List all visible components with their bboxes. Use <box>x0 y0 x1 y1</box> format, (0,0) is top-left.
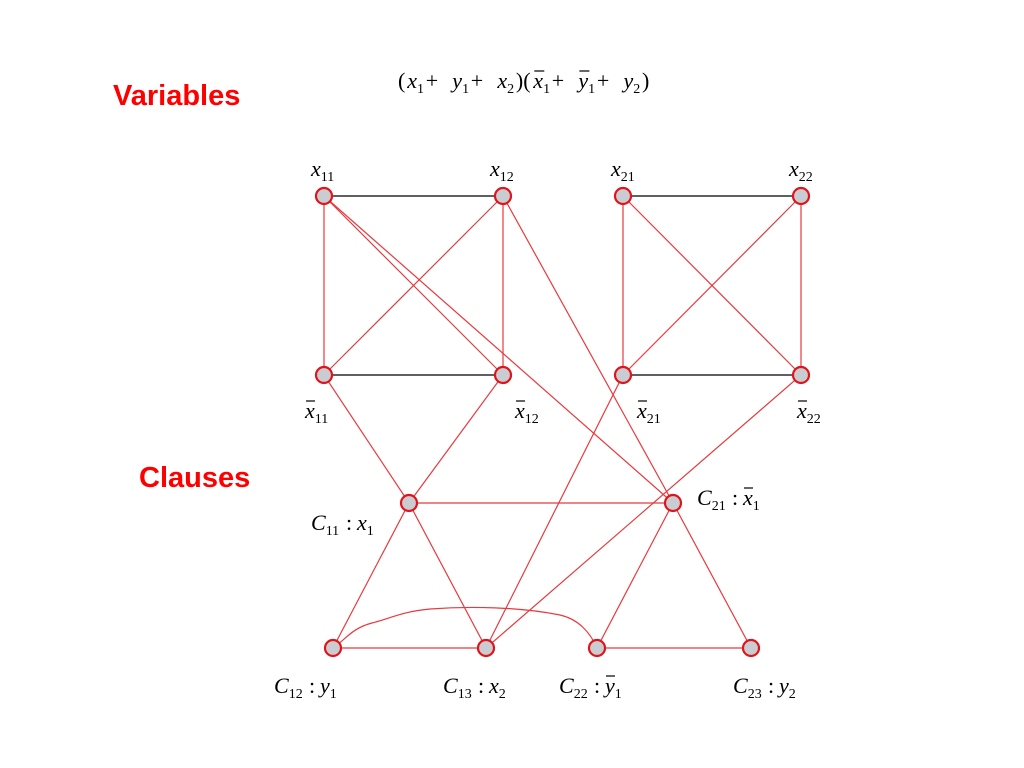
label-c11-clause: C11 <box>311 510 339 539</box>
svg-text:x22: x22 <box>796 398 821 427</box>
label-c13-literal: x2 <box>488 673 506 702</box>
label-x11: x11 <box>310 156 334 185</box>
label-nx11: x11 <box>304 398 328 427</box>
formula-symbol-2: + <box>426 68 438 93</box>
node-x12[interactable] <box>493 186 513 206</box>
svg-text:C22: C22 <box>559 673 588 702</box>
edge-nx21-c13 <box>485 374 624 649</box>
label-c12-colon: : <box>309 673 315 698</box>
label-nx12: x12 <box>514 398 539 427</box>
node-nx11[interactable] <box>314 365 334 385</box>
label-x22: x22 <box>788 156 813 185</box>
label-c13-colon: : <box>478 673 484 698</box>
label-c11-colon: : <box>346 510 352 535</box>
label-c21-clause: C21 <box>697 485 726 514</box>
node-c11[interactable] <box>399 493 419 513</box>
edge-x12-nx11 <box>323 195 504 376</box>
svg-text:x11: x11 <box>304 398 328 427</box>
label-c23-clause: C23 <box>733 673 762 702</box>
edge-nx11-c11 <box>323 374 410 504</box>
formula-symbol-4: + <box>471 68 483 93</box>
formula-literal-7: x1 <box>532 68 550 97</box>
formula-literal-9: y1 <box>576 68 595 97</box>
svg-text:x1: x1 <box>356 510 374 539</box>
label-nx22: x22 <box>796 398 821 427</box>
node-c21[interactable] <box>663 493 683 513</box>
svg-text:y1: y1 <box>318 673 337 702</box>
variables-heading: Variables <box>113 80 241 112</box>
svg-text:x1: x1 <box>532 68 550 97</box>
svg-text:x1: x1 <box>742 485 760 514</box>
edge-c11-c13 <box>408 502 487 649</box>
svg-text:x2: x2 <box>496 68 514 97</box>
svg-text:x2: x2 <box>488 673 506 702</box>
node-x22[interactable] <box>791 186 811 206</box>
node-nx12[interactable] <box>493 365 513 385</box>
formula-symbol-10: + <box>597 68 609 93</box>
svg-text:y2: y2 <box>777 673 796 702</box>
edge-c21-c23 <box>672 502 752 649</box>
clauses-heading: Clauses <box>139 462 251 494</box>
edge-c21-c22 <box>596 502 674 649</box>
svg-text:y2: y2 <box>622 68 641 97</box>
node-c12[interactable] <box>323 638 343 658</box>
svg-text:x12: x12 <box>514 398 539 427</box>
formula-symbol-12: ) <box>642 68 649 93</box>
formula-symbol-8: + <box>552 68 564 93</box>
node-c22[interactable] <box>587 638 607 658</box>
edge-c12-c22 <box>332 606 598 649</box>
svg-text:x12: x12 <box>489 156 514 185</box>
svg-text:C23: C23 <box>733 673 762 702</box>
node-c13[interactable] <box>476 638 496 658</box>
edge-nx22-c13 <box>485 374 802 649</box>
edge-x12-c21 <box>502 195 674 504</box>
formula-literal-1: x1 <box>406 68 424 97</box>
label-x12: x12 <box>489 156 514 185</box>
edge-c11-c12 <box>332 502 410 649</box>
label-c11-literal: x1 <box>356 510 374 539</box>
svg-text:x1: x1 <box>406 68 424 97</box>
label-c21-literal: x1 <box>742 485 760 514</box>
edge-x11-c21 <box>323 195 674 504</box>
label-c22-literal: y1 <box>603 673 622 702</box>
formula-literal-5: x2 <box>496 68 514 97</box>
svg-text:C21: C21 <box>697 485 726 514</box>
formula-literal-3: y1 <box>450 68 469 97</box>
label-c23-colon: : <box>768 673 774 698</box>
label-c12-clause: C12 <box>274 673 303 702</box>
formula-literal-11: y2 <box>622 68 641 97</box>
edge-x22-nx21 <box>622 195 802 376</box>
svg-text:C13: C13 <box>443 673 472 702</box>
svg-text:C11: C11 <box>311 510 339 539</box>
node-nx22[interactable] <box>791 365 811 385</box>
node-x11[interactable] <box>314 186 334 206</box>
label-c22-colon: : <box>594 673 600 698</box>
label-x21: x21 <box>610 156 635 185</box>
cnf-formula: (x1 + y1 + x2)(x1 + y1 + y2) <box>398 68 649 97</box>
svg-text:y1: y1 <box>603 673 622 702</box>
node-x21[interactable] <box>613 186 633 206</box>
formula-symbol-6: )( <box>516 68 531 93</box>
svg-text:x11: x11 <box>310 156 334 185</box>
svg-text:y1: y1 <box>450 68 469 97</box>
svg-text:C12: C12 <box>274 673 303 702</box>
node-c23[interactable] <box>741 638 761 658</box>
label-c13-clause: C13 <box>443 673 472 702</box>
svg-text:x22: x22 <box>788 156 813 185</box>
graph-nodes <box>314 186 811 658</box>
label-c23-literal: y2 <box>777 673 796 702</box>
label-nx21: x21 <box>636 398 661 427</box>
label-c12-literal: y1 <box>318 673 337 702</box>
label-c21-colon: : <box>732 485 738 510</box>
node-nx21[interactable] <box>613 365 633 385</box>
formula-symbol-0: ( <box>398 68 405 93</box>
edge-nx12-c11 <box>408 374 504 504</box>
svg-text:x21: x21 <box>636 398 661 427</box>
graph-edges <box>323 195 802 649</box>
svg-text:y1: y1 <box>576 68 595 97</box>
svg-text:x21: x21 <box>610 156 635 185</box>
label-c22-clause: C22 <box>559 673 588 702</box>
